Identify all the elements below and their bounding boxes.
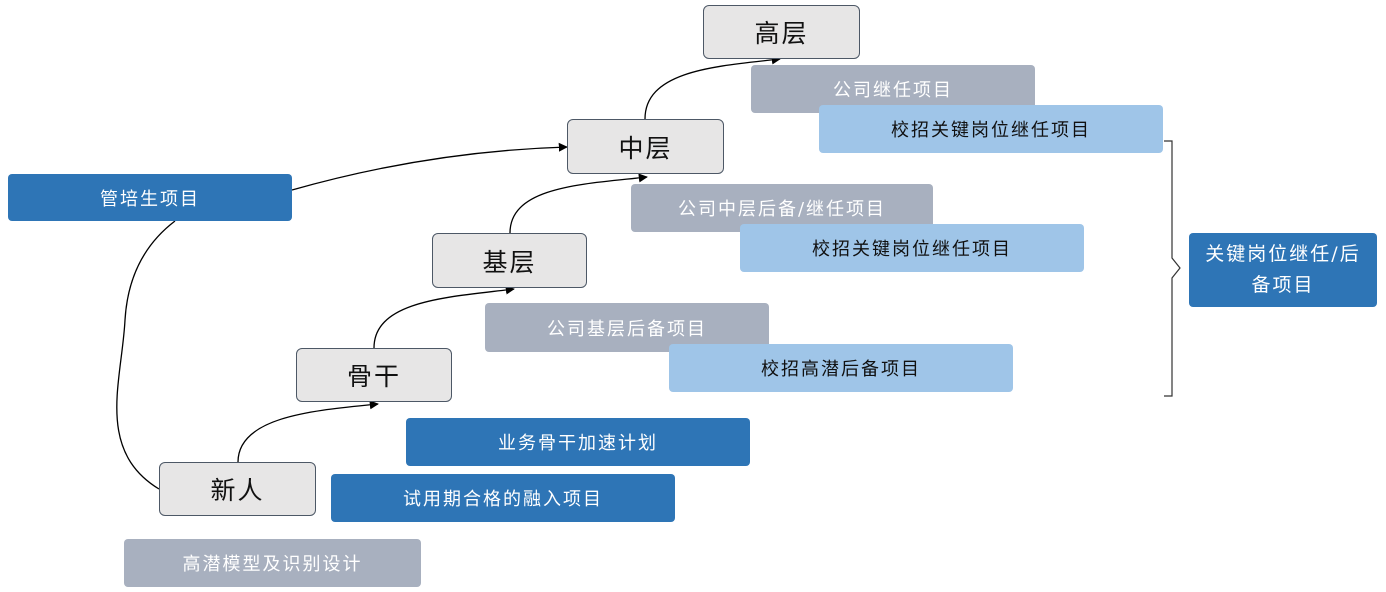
level-gugan: 骨干 — [296, 348, 452, 402]
arrow-zhongceng-to-gaoceng — [644, 55, 781, 120]
program-campus-key-succession-mid: 校招关键岗位继任项目 — [740, 224, 1084, 272]
level-zhongceng: 中层 — [567, 119, 724, 174]
bracket-brace — [1164, 140, 1181, 397]
arrow-trainee-to-zhongceng — [291, 142, 568, 191]
level-gaoceng: 高层 — [703, 5, 860, 59]
bracket-label: 关键岗位继任/后备项目 — [1189, 233, 1377, 307]
program-management-trainee: 管培生项目 — [8, 174, 292, 221]
arrow-xinren-to-gugan — [237, 400, 379, 463]
program-company-base-reserve: 公司基层后备项目 — [485, 303, 769, 352]
level-jiceng: 基层 — [432, 233, 587, 288]
program-probation-integration: 试用期合格的融入项目 — [331, 474, 675, 522]
program-campus-key-succession-top: 校招关键岗位继任项目 — [819, 105, 1163, 153]
program-business-backbone: 业务骨干加速计划 — [406, 418, 750, 466]
arrow-gugan-to-jiceng — [373, 285, 515, 349]
program-campus-high-potential: 校招高潜后备项目 — [669, 344, 1013, 392]
arrow-jiceng-to-zhongceng — [509, 173, 648, 234]
line-xinren-to-trainee — [116, 220, 176, 490]
program-high-potential-model: 高潜模型及识别设计 — [124, 539, 421, 587]
level-xinren: 新人 — [159, 462, 316, 516]
